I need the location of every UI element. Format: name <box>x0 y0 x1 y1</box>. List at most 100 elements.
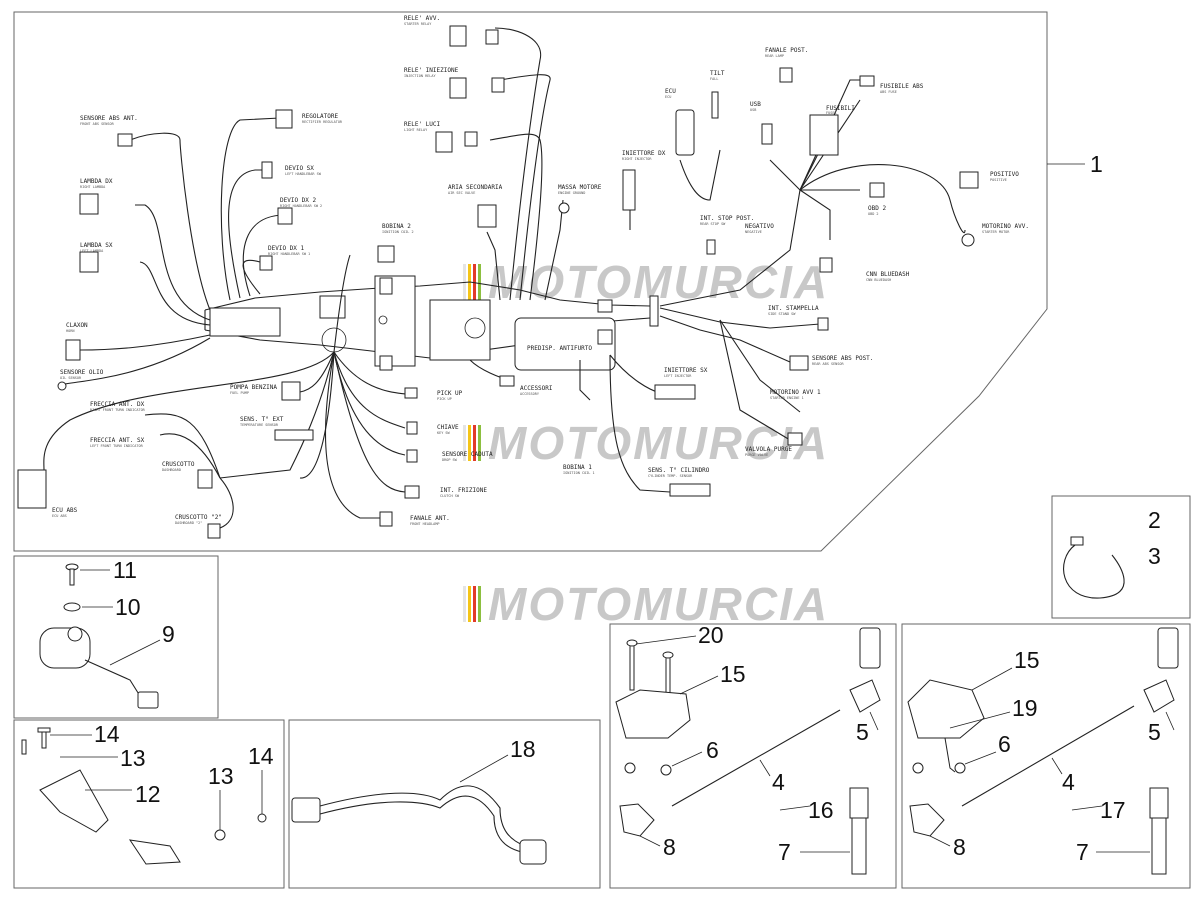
panel-tie-frame <box>1051 495 1191 619</box>
bolts-20 <box>626 639 674 697</box>
spark-plug-7a <box>849 787 869 875</box>
cable-18 <box>291 785 547 865</box>
callout-5b: 5 <box>1148 719 1161 745</box>
callout-4a: 4 <box>772 769 785 795</box>
label-pick-up: PICK UP <box>437 390 463 397</box>
nut-6b-2 <box>954 762 966 774</box>
svg-text:USB: USB <box>750 108 756 112</box>
svg-text:PURGE VALVE: PURGE VALVE <box>745 453 768 457</box>
callout-13a: 13 <box>120 745 146 771</box>
nut-6a-1 <box>624 762 636 774</box>
svg-text:PICK UP: PICK UP <box>437 397 452 401</box>
svg-text:CLUTCH SW: CLUTCH SW <box>440 494 460 498</box>
svg-text:LIGHT RELAY: LIGHT RELAY <box>404 128 428 132</box>
harness-frame-body: PREDISP. ANTIFURTO <box>204 189 821 441</box>
svg-text:OIL SENSOR: OIL SENSOR <box>60 376 82 380</box>
dashboard-connector <box>197 469 213 489</box>
callout-6b: 6 <box>998 731 1011 757</box>
panel-cable-frame <box>288 719 601 889</box>
svg-text:RECTIFIER REGULATOR: RECTIFIER REGULATOR <box>302 120 343 124</box>
callout-19: 19 <box>1012 695 1038 721</box>
ecu-connector <box>675 109 695 156</box>
callout-13b: 13 <box>208 763 234 789</box>
label-negativo: NEGATIVO <box>745 223 774 230</box>
left-handlebar-switch-connector <box>261 161 273 179</box>
label-pompa-benzina: POMPA BENZINA <box>230 384 277 391</box>
bracket-19 <box>944 737 956 773</box>
cnn-bluedash-connector <box>819 257 833 273</box>
ecu-abs-connector <box>17 469 47 509</box>
starter-motor-terminal <box>961 233 975 247</box>
label-rele-luci: RELE' LUCI <box>404 121 441 128</box>
svg-text:FUEL PUMP: FUEL PUMP <box>230 391 249 395</box>
svg-text:ECU ABS: ECU ABS <box>52 514 67 518</box>
watermark-text-2: MOTOMURCIA <box>488 417 829 469</box>
horn-connector <box>65 339 81 361</box>
label-cruscotto2: CRUSCOTTO "2" <box>175 514 222 521</box>
relay-avv-connector <box>449 25 499 47</box>
cable-tie <box>1063 536 1125 599</box>
label-devio-dx1: DEVIO DX 1 <box>268 245 305 252</box>
svg-text:REAR ABS SENSOR: REAR ABS SENSOR <box>812 362 845 366</box>
label-int-stampella: INT. STAMPELLA <box>768 305 819 312</box>
svg-text:FUSES: FUSES <box>826 111 837 115</box>
screw-13 <box>21 739 27 755</box>
harness-clip-plate <box>209 307 281 337</box>
svg-text:FRONT HEADLAMP: FRONT HEADLAMP <box>410 522 440 526</box>
label-valvola-purge: VALVOLA PURGE <box>745 446 792 453</box>
front-headlamp-connector <box>379 511 393 527</box>
callout-16: 16 <box>808 797 834 823</box>
label-cnn-bluedash: CNN BLUEDASH <box>866 271 910 278</box>
watermark-2: MOTOMURCIA <box>463 417 829 469</box>
right-injector-connector <box>622 169 636 211</box>
relay-luci-connector <box>435 131 478 153</box>
svg-text:OBD 2: OBD 2 <box>868 212 879 216</box>
label-ecu: ECU <box>665 88 676 95</box>
panel-switch-frame <box>13 719 285 889</box>
callout-20: 20 <box>698 622 724 648</box>
label-rele-avv: RELE' AVV. <box>404 15 440 22</box>
plug-cap-5a <box>849 627 881 713</box>
purge-valve-connector <box>787 432 803 446</box>
ignition-coil-15b <box>907 679 985 739</box>
label-fanale-post: FANALE POST. <box>765 47 808 54</box>
callout-7b: 7 <box>1076 839 1089 865</box>
panel-sensor-frame <box>13 555 219 719</box>
callout-15b: 15 <box>1014 647 1040 673</box>
callout-8a: 8 <box>663 834 676 860</box>
cylinder-temp-sensor <box>669 483 711 497</box>
nut-13 <box>214 829 226 841</box>
label-bobina1: BOBINA 1 <box>563 464 592 471</box>
watermark-text-1: MOTOMURCIA <box>488 256 829 308</box>
svg-text:KEY SW: KEY SW <box>437 431 451 435</box>
main-harness-frame <box>13 11 1048 552</box>
watermark-3: MOTOMURCIA <box>463 578 827 630</box>
svg-text:RIGHT LAMBDA: RIGHT LAMBDA <box>80 185 106 189</box>
label-motorino-avv: MOTORINO AVV. <box>982 223 1029 230</box>
nut-6b-1 <box>912 762 924 774</box>
ignition-coil2-connector <box>377 245 395 263</box>
sensor-9 <box>39 626 159 709</box>
svg-text:ENGINE GROUND: ENGINE GROUND <box>558 191 585 195</box>
label-lambda-dx: LAMBDA DX <box>80 178 113 185</box>
rod-4b <box>961 705 1135 807</box>
label-aria-secondaria: ARIA SECONDARIA <box>448 184 503 191</box>
front-abs-sensor-connector <box>117 133 133 147</box>
label-iniettore-dx: INIETTORE DX <box>622 150 666 157</box>
svg-text:RIGHT HANDLEBAR SW 2: RIGHT HANDLEBAR SW 2 <box>280 204 322 208</box>
svg-text:RIGHT HANDLEBAR SW 1: RIGHT HANDLEBAR SW 1 <box>268 252 310 256</box>
right-handlebar-switch1-connector <box>259 255 273 271</box>
label-motorino-avv1: MOTORINO AVV 1 <box>770 389 821 396</box>
label-cruscotto: CRUSCOTTO <box>162 461 195 468</box>
fuse-box <box>809 114 839 156</box>
label-fanale-ant: FANALE ANT. <box>410 515 450 522</box>
washer-10 <box>63 602 81 612</box>
label-bobina2: BOBINA 2 <box>382 223 411 230</box>
callout-2: 2 <box>1148 507 1161 533</box>
regulator-connector <box>275 109 293 129</box>
label-claxon: CLAXON <box>66 322 88 329</box>
svg-text:INJECTION RELAY: INJECTION RELAY <box>404 74 437 78</box>
obd2-connector <box>869 182 885 198</box>
label-sensore-caduta: SENSORE CADUTA <box>442 451 493 458</box>
